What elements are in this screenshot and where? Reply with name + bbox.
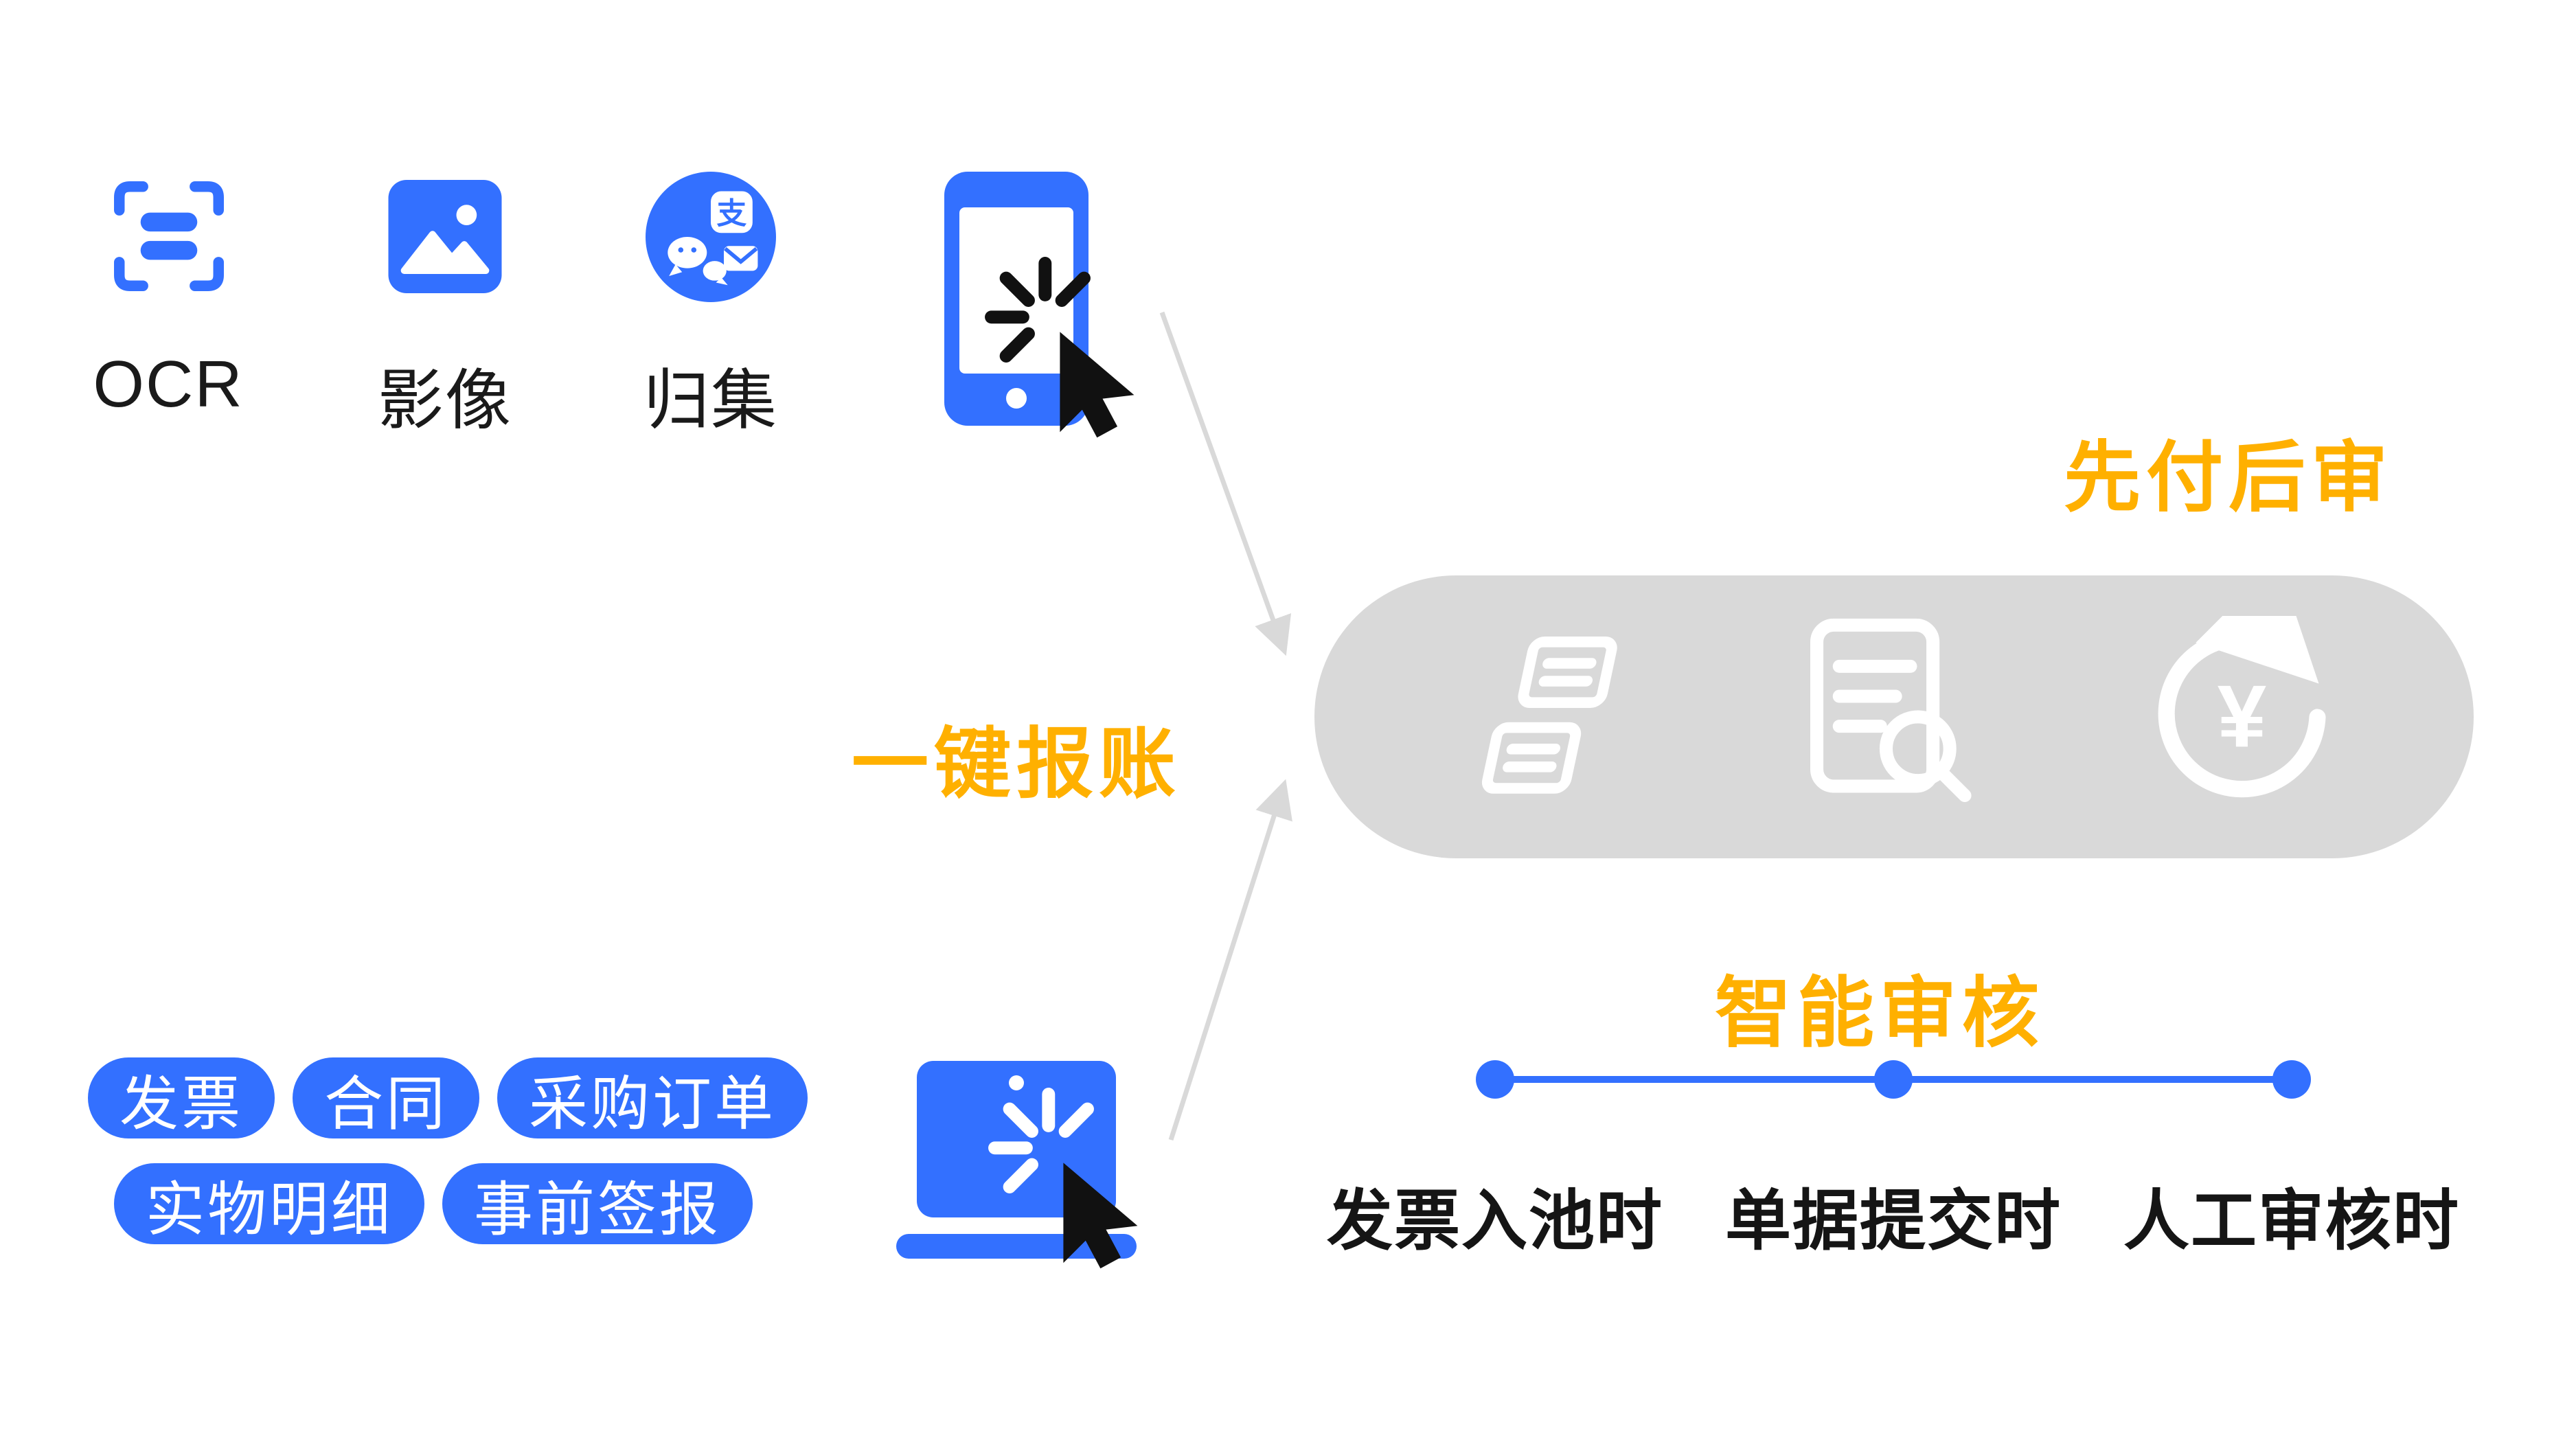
stage-invoice-pool: 发票入池时 <box>1327 1184 1663 1258</box>
smart-review-label: 智能审核 <box>1715 970 2044 1056</box>
collect-channels-icon: 支 <box>646 172 776 302</box>
document-review-icon <box>1810 618 1972 803</box>
svg-text:支: 支 <box>717 197 747 231</box>
tag-purchase-order: 采购订单 <box>497 1057 808 1138</box>
wechat-icon <box>668 237 728 286</box>
tag-physical-detail: 实物明细 <box>114 1163 424 1244</box>
source-label-collect: 归集 <box>643 364 778 437</box>
stage-document-submit: 单据提交时 <box>1725 1184 2062 1258</box>
process-pill: ¥ <box>1314 575 2474 858</box>
timeline-dot-1 <box>1476 1060 1514 1099</box>
alipay-icon <box>711 191 753 233</box>
source-label-ocr: OCR <box>93 347 244 421</box>
mail-icon <box>724 246 758 271</box>
ocr-scan-icon <box>114 181 224 291</box>
arrow-phone-to-process <box>1159 311 1292 656</box>
refresh-yuan-icon: ¥ <box>2158 615 2326 797</box>
tag-invoice: 发票 <box>88 1057 275 1138</box>
stage-manual-review: 人工审核时 <box>2123 1184 2460 1258</box>
review-timeline <box>1476 1060 2311 1099</box>
tag-pre-approval: 事前签报 <box>442 1163 753 1244</box>
source-label-imaging: 影像 <box>378 364 512 437</box>
arrow-laptop-to-process <box>1168 779 1292 1141</box>
image-icon <box>388 180 502 293</box>
timeline-dot-3 <box>2272 1060 2311 1099</box>
one-click-expense-label: 一键报账 <box>852 721 1181 807</box>
click-cursor-icon <box>985 257 1135 438</box>
pay-first-review-later-label: 先付后审 <box>2064 435 2393 520</box>
timeline-dot-2 <box>1874 1060 1913 1099</box>
document-tags-row-1: 发票 合同 采购订单 <box>88 1057 808 1138</box>
tag-contract: 合同 <box>293 1057 479 1138</box>
receipts-icon <box>1481 637 1617 794</box>
click-cursor-icon <box>988 1088 1138 1269</box>
document-tags-row-2: 实物明细 事前签报 <box>114 1163 753 1244</box>
svg-text:¥: ¥ <box>2218 667 2267 766</box>
